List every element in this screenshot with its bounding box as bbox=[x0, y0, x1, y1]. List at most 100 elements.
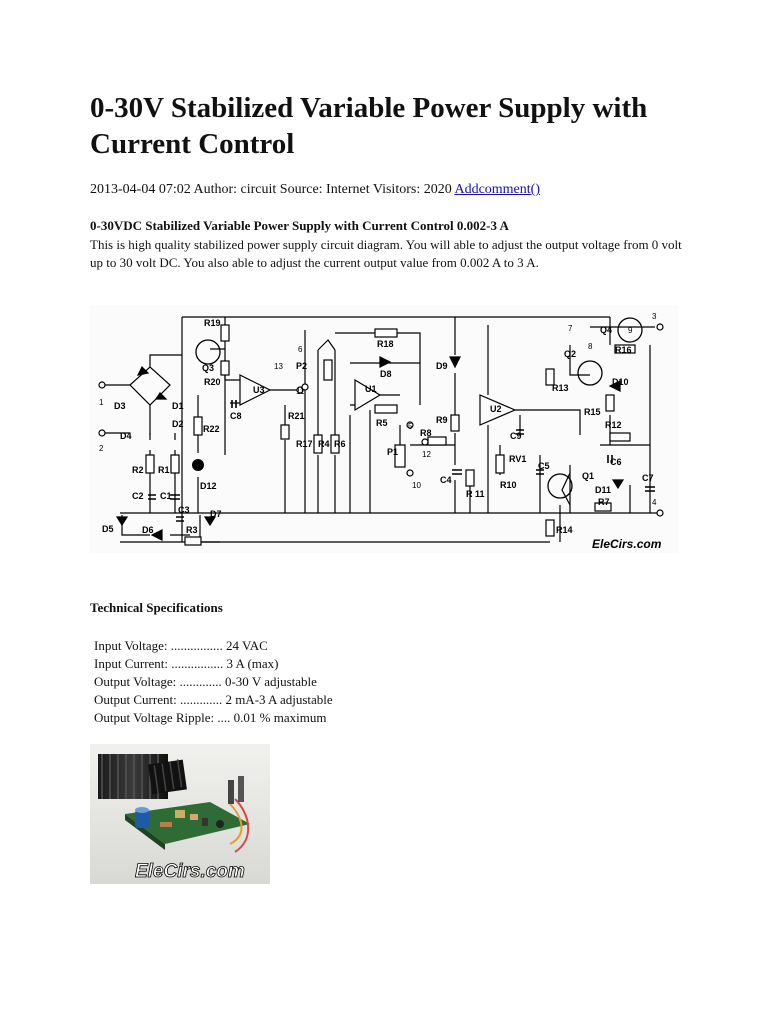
meta-author: circuit bbox=[240, 182, 277, 197]
spec-dots: ................ bbox=[171, 656, 224, 671]
label-d9: D9 bbox=[436, 361, 448, 371]
spec-value: 2 mA-3 A adjustable bbox=[225, 692, 333, 707]
label-r7: R7 bbox=[598, 497, 610, 507]
label-r2: R2 bbox=[132, 465, 144, 475]
label-r22: R22 bbox=[203, 424, 220, 434]
label-d1: D1 bbox=[172, 401, 184, 411]
node-1: 1 bbox=[99, 398, 104, 407]
label-q1: Q1 bbox=[582, 471, 594, 481]
label-d10: D10 bbox=[612, 377, 629, 387]
label-p1: P1 bbox=[387, 447, 398, 457]
label-d12: D12 bbox=[200, 481, 217, 491]
circuit-subheading: 0-30VDC Stabilized Variable Power Supply… bbox=[90, 218, 509, 233]
label-r17: R17 bbox=[296, 439, 313, 449]
technical-specs-title: Technical Specifications bbox=[90, 600, 223, 615]
label-d6: D6 bbox=[142, 525, 154, 535]
meta-author-label: Author: bbox=[193, 182, 238, 197]
article-meta: 2013-04-04 07:02 Author: circuit Source:… bbox=[90, 182, 540, 198]
label-r11: R 11 bbox=[466, 489, 485, 499]
schematic-watermark: EleCirs.com bbox=[592, 537, 662, 551]
photo-watermark: EleCirs.com bbox=[135, 861, 245, 882]
label-u3: U3 bbox=[253, 385, 265, 395]
label-d2: D2 bbox=[172, 419, 184, 429]
label-d5: D5 bbox=[102, 524, 114, 534]
label-d11: D11 bbox=[595, 485, 611, 495]
node-5: 5 bbox=[408, 422, 413, 431]
schematic-capacitors bbox=[148, 400, 655, 522]
label-c6: C6 bbox=[610, 457, 622, 467]
label-q2: Q2 bbox=[564, 349, 576, 359]
label-c7: C7 bbox=[642, 473, 654, 483]
spec-row: Output Current: ............. 2 mA-3 A a… bbox=[94, 691, 333, 709]
node-6: 6 bbox=[298, 345, 303, 354]
spec-row: Input Current: ................ 3 A (max… bbox=[94, 655, 333, 673]
schematic-labels: R19 Q3 R20 U3 C8 R21 R22 D12 D3 D1 D4 D2… bbox=[102, 318, 654, 535]
schematic-terminals bbox=[98, 323, 664, 517]
label-c8: C8 bbox=[230, 411, 242, 421]
label-r13: R13 bbox=[552, 383, 569, 393]
node-8: 8 bbox=[588, 342, 593, 351]
add-comment-link[interactable]: Addcomment() bbox=[454, 182, 540, 197]
spec-row: Output Voltage: ............. 0-30 V adj… bbox=[94, 673, 333, 691]
label-c4: C4 bbox=[440, 475, 452, 485]
schematic-transistors bbox=[195, 317, 643, 499]
spec-row: Input Voltage: ................ 24 VAC bbox=[94, 637, 333, 655]
label-r8: R8 bbox=[420, 428, 432, 438]
meta-visitors: 2020 bbox=[423, 182, 452, 197]
label-u1: U1 bbox=[365, 384, 377, 394]
node-3: 3 bbox=[652, 312, 657, 321]
node-2: 2 bbox=[99, 444, 104, 453]
label-r3: R3 bbox=[186, 525, 198, 535]
label-q4: Q4 bbox=[600, 325, 612, 335]
label-d4: D4 bbox=[120, 431, 132, 441]
label-c3: C3 bbox=[178, 505, 190, 515]
node-13: 13 bbox=[274, 362, 283, 371]
spec-dots: ............. bbox=[179, 692, 223, 707]
spec-label: Output Voltage Ripple: bbox=[94, 710, 215, 725]
spec-value: 0.01 % maximum bbox=[233, 710, 327, 725]
node-12: 12 bbox=[422, 450, 431, 459]
spec-row: Output Voltage Ripple: .... 0.01 % maxim… bbox=[94, 709, 333, 727]
spec-value: 3 A (max) bbox=[226, 656, 279, 671]
spec-dots: ................ bbox=[170, 638, 223, 653]
label-r18: R18 bbox=[377, 339, 394, 349]
spec-label: Input Voltage: bbox=[94, 638, 168, 653]
meta-source-label: Source: bbox=[279, 182, 323, 197]
label-r5: R5 bbox=[376, 418, 388, 428]
node-9: 9 bbox=[628, 326, 633, 335]
label-c1: C1 bbox=[160, 491, 172, 501]
spec-dots: .... bbox=[217, 710, 231, 725]
label-d8: D8 bbox=[380, 369, 392, 379]
technical-specs-list: Input Voltage: ................ 24 VAC I… bbox=[94, 637, 333, 727]
pcb-board-shape bbox=[125, 776, 250, 853]
label-u2: U2 bbox=[490, 404, 502, 414]
label-r6: R6 bbox=[334, 439, 346, 449]
schematic-diodes bbox=[115, 356, 625, 541]
label-r1: R1 bbox=[158, 465, 170, 475]
schematic-node-numbers: 1 2 3 4 5 6 7 8 9 10 11 12 13 bbox=[99, 312, 657, 507]
led-d12-symbol bbox=[192, 459, 204, 471]
meta-visitors-label: Visitors: bbox=[372, 182, 421, 197]
meta-date: 2013-04-04 07:02 bbox=[90, 182, 191, 197]
spec-dots: ............. bbox=[179, 674, 222, 689]
intro-paragraph: This is high quality stabilized power su… bbox=[90, 237, 682, 270]
spec-value: 0-30 V adjustable bbox=[224, 674, 317, 689]
label-r21: R21 bbox=[288, 411, 305, 421]
label-r14: R14 bbox=[556, 525, 573, 535]
node-11: 11 bbox=[296, 387, 305, 396]
label-d3: D3 bbox=[114, 401, 126, 411]
label-p2: P2 bbox=[296, 361, 307, 371]
label-rv1: RV1 bbox=[509, 454, 526, 464]
node-4: 4 bbox=[652, 498, 657, 507]
label-d7: D7 bbox=[210, 509, 222, 519]
spec-value: 24 VAC bbox=[226, 638, 268, 653]
label-r12: R12 bbox=[605, 420, 622, 430]
product-photo: EleCirs.com bbox=[90, 744, 270, 884]
node-7: 7 bbox=[568, 324, 573, 333]
spec-label: Input Current: bbox=[94, 656, 169, 671]
label-r4: R4 bbox=[318, 439, 330, 449]
label-c2: C2 bbox=[132, 491, 144, 501]
heatsink-shape bbox=[98, 754, 187, 799]
label-c9: C9 bbox=[510, 431, 522, 441]
